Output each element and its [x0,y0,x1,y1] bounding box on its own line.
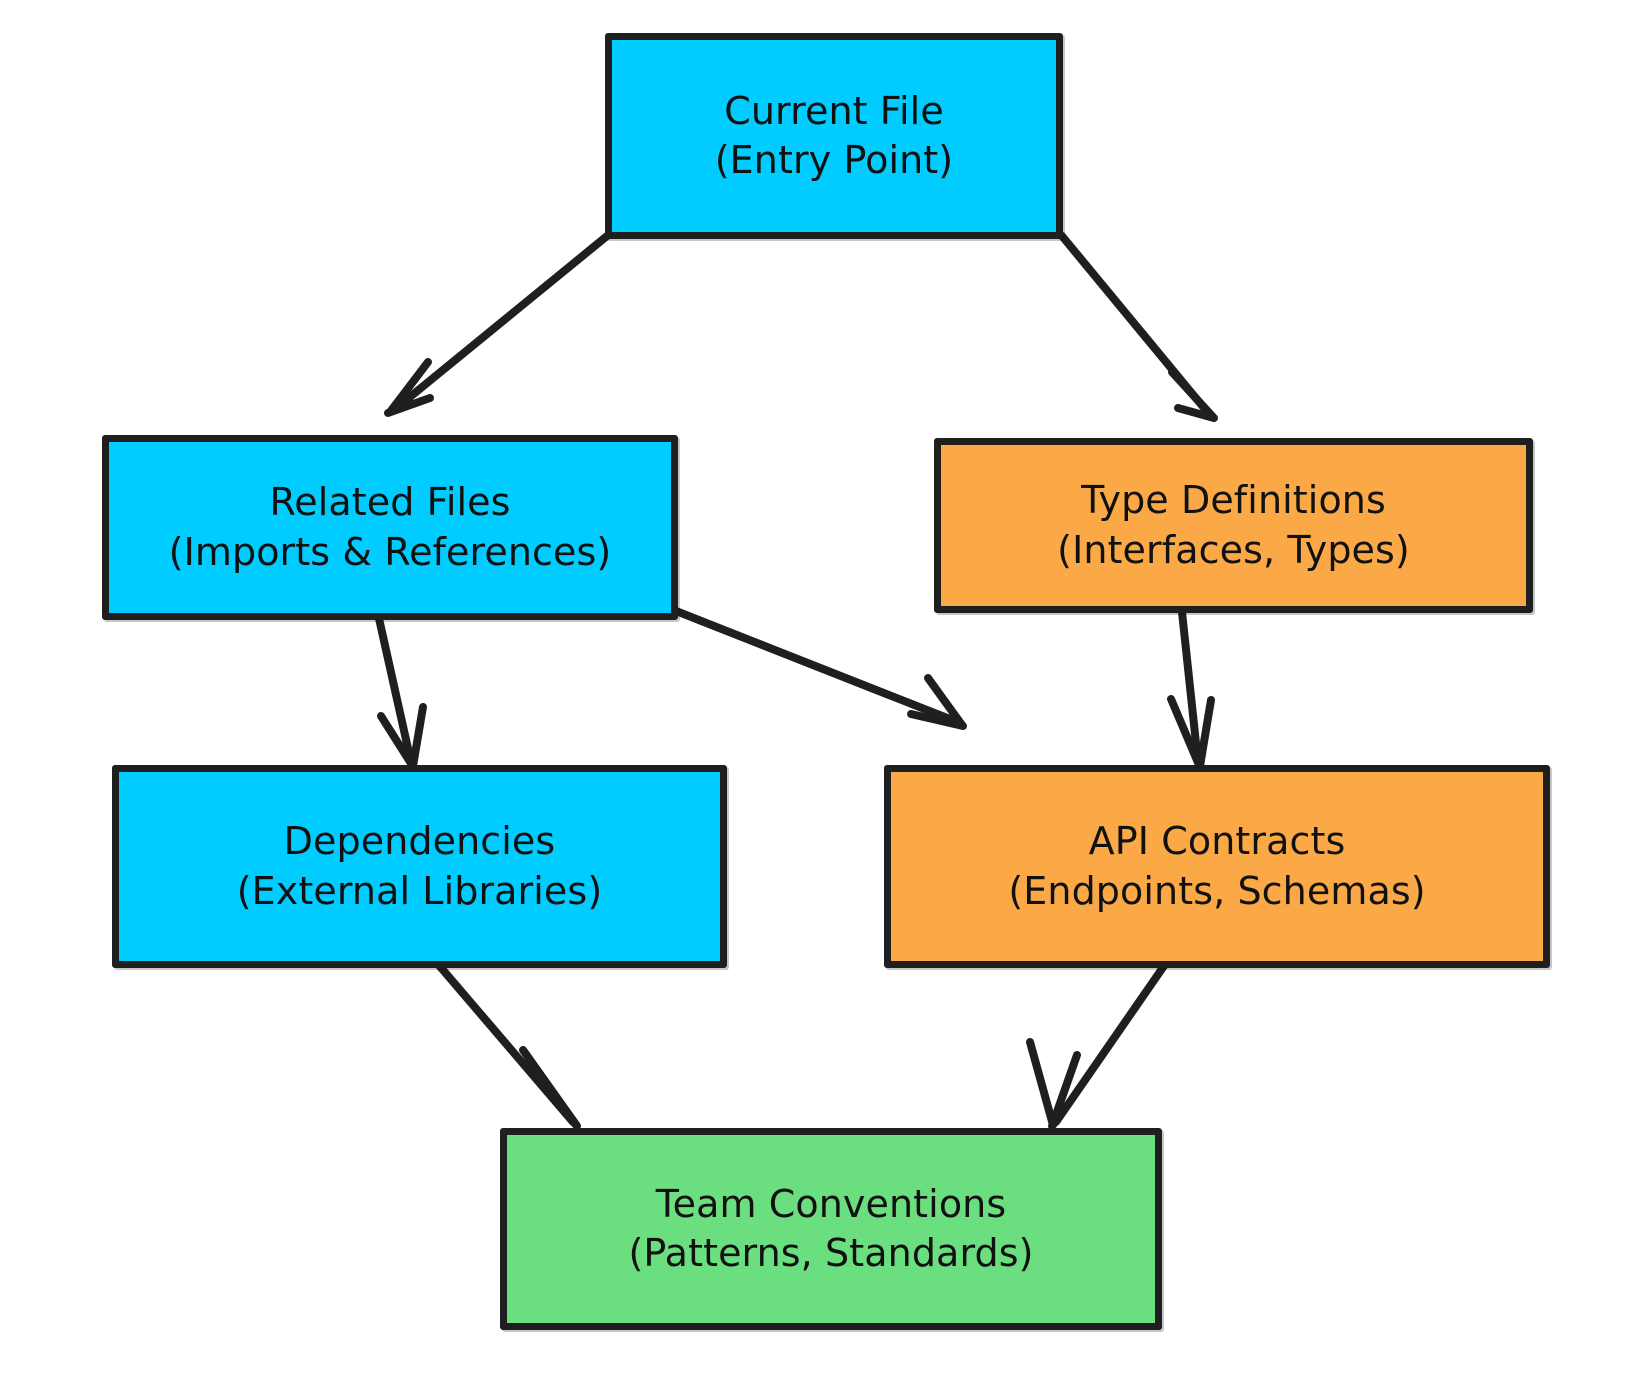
node-current-file[interactable]: Current File (Entry Point) [605,33,1063,239]
node-api-contracts-line1: API Contracts [1088,819,1346,864]
edge-api-contracts-to-team-conventions [1026,959,1170,1130]
node-dependencies-line1: Dependencies [283,819,556,864]
edge-dependencies-to-team-conventions [433,959,581,1130]
node-api-contracts-line2: (Endpoints, Schemas) [1008,868,1426,913]
node-current-file-line1: Current File [724,88,944,133]
node-dependencies-line2: (External Libraries) [236,868,603,913]
edge-current-file-to-type-definitions [1058,232,1218,422]
node-type-definitions-line2: (Interfaces, Types) [1057,527,1410,572]
node-type-definitions[interactable]: Type Definitions (Interfaces, Types) [934,438,1533,613]
node-related-files[interactable]: Related Files (Imports & References) [102,435,678,620]
node-type-definitions-line1: Type Definitions [1081,478,1386,523]
node-team-conventions-line2: (Patterns, Standards) [628,1231,1034,1275]
node-team-conventions-line1: Team Conventions [655,1181,1007,1226]
node-related-files-line2: (Imports & References) [168,529,612,574]
node-api-contracts[interactable]: API Contracts (Endpoints, Schemas) [884,765,1550,968]
edge-current-file-to-related-files [384,232,611,417]
edge-related-files-to-dependencies [374,610,427,770]
node-team-conventions[interactable]: Team Conventions (Patterns, Standards) [500,1128,1162,1330]
node-related-files-line1: Related Files [269,480,511,525]
edge-related-files-to-api-contracts [672,607,967,730]
node-dependencies[interactable]: Dependencies (External Libraries) [112,765,727,968]
edge-type-definitions-to-api-contracts [1167,608,1215,770]
node-current-file-line2: (Entry Point) [714,138,954,182]
